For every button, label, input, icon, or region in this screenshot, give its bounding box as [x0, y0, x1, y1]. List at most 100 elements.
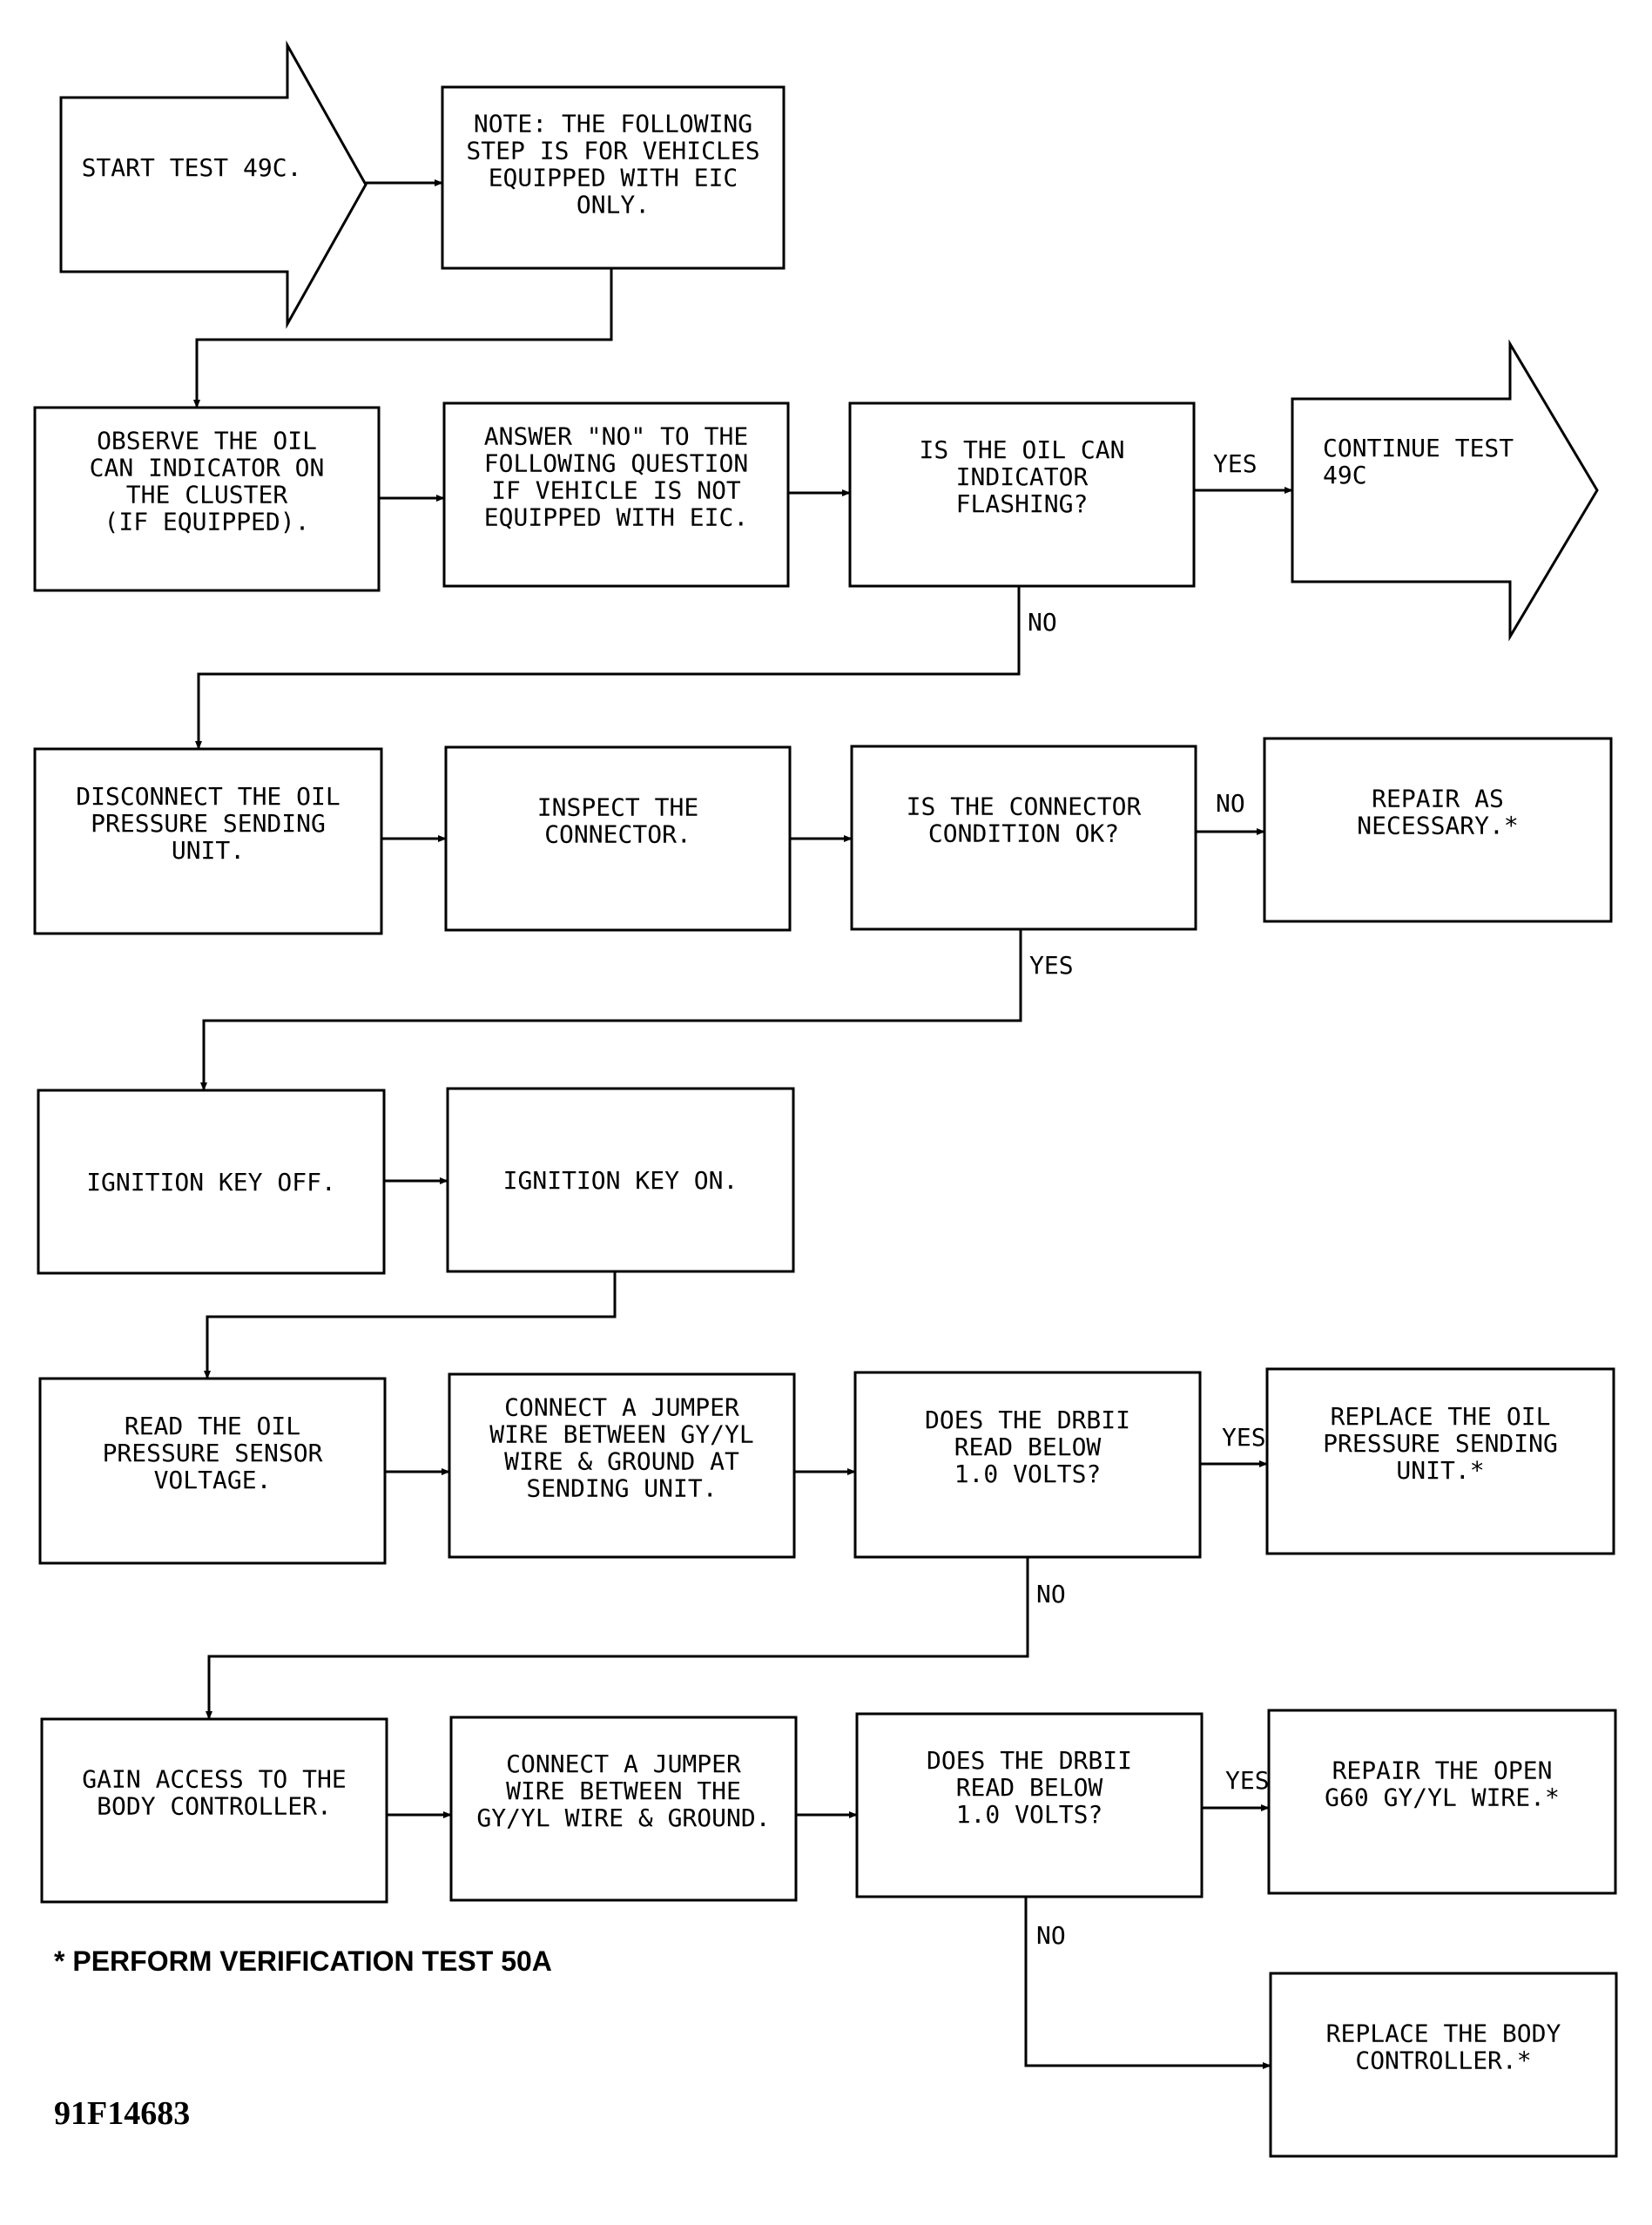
node-line: DISCONNECT THE OIL — [76, 782, 340, 811]
node-line: 1.0 VOLTS? — [954, 1460, 1102, 1488]
box-key-off — [37, 1089, 386, 1275]
arrow-node-continue — [1291, 339, 1599, 642]
node-line: 49C — [1323, 461, 1367, 489]
box-jumper-ground — [449, 1716, 798, 1902]
node-line: FOLLOWING QUESTION — [484, 449, 748, 478]
box-disconnect — [33, 747, 383, 935]
node-line: REPLACE THE BODY — [1326, 2019, 1561, 2048]
node-line: PRESSURE SENSOR — [103, 1439, 323, 1467]
node-line: PRESSURE SENDING — [91, 809, 326, 838]
node-text-key-on: IGNITION KEY ON. — [503, 1166, 738, 1195]
box-note — [441, 85, 786, 270]
node-line: GAIN ACCESS TO THE — [82, 1765, 346, 1794]
node-text-start: START TEST 49C. — [82, 153, 302, 182]
node-line: CONTINUE TEST — [1323, 434, 1514, 462]
branch-label-yes: YES — [1222, 1423, 1266, 1452]
node-line: INSPECT THE — [537, 793, 698, 822]
node-line: FLASHING? — [956, 489, 1089, 518]
box-inspect — [444, 745, 792, 932]
node-line: ONLY. — [577, 191, 650, 219]
node-line: EQUIPPED WITH EIC. — [484, 503, 748, 532]
box-read-voltage — [38, 1377, 387, 1565]
node-line: IF VEHICLE IS NOT — [491, 476, 741, 505]
branch-label-no: NO — [1028, 608, 1057, 637]
node-line: WIRE & GROUND AT — [504, 1447, 739, 1476]
verification-footnote: * PERFORM VERIFICATION TEST 50A — [54, 1945, 552, 1977]
node-line: READ THE OIL — [125, 1412, 300, 1440]
box-q-connector — [850, 745, 1197, 931]
node-line: GY/YL WIRE & GROUND. — [476, 1804, 770, 1832]
box-q-drbii-2 — [855, 1712, 1204, 1898]
node-line: CONTROLLER.* — [1355, 2046, 1531, 2075]
node-line: WIRE BETWEEN GY/YL — [489, 1420, 753, 1449]
node-line: UNIT. — [172, 836, 245, 865]
node-line: IS THE CONNECTOR — [907, 792, 1142, 821]
branch-label-no: NO — [1036, 1921, 1066, 1950]
box-q-drbii-1 — [853, 1371, 1202, 1559]
node-line: STEP IS FOR VEHICLES — [466, 137, 759, 165]
node-line: IGNITION KEY ON. — [503, 1166, 738, 1195]
node-line: NECESSARY.* — [1357, 812, 1518, 840]
branch-label-yes: YES — [1225, 1766, 1270, 1795]
node-line: IS THE OIL CAN — [919, 435, 1124, 464]
node-line: CONNECT A JUMPER — [504, 1393, 739, 1422]
box-repair — [1263, 737, 1613, 923]
node-line: READ BELOW — [954, 1433, 1102, 1461]
node-line: BODY CONTROLLER. — [97, 1792, 332, 1821]
box-key-on — [446, 1087, 795, 1273]
node-text-key-off: IGNITION KEY OFF. — [86, 1168, 336, 1197]
figure-id: 91F14683 — [54, 2095, 191, 2132]
node-line: REPLACE THE OIL — [1331, 1402, 1551, 1431]
connector-key-on-to-read-voltage — [204, 1271, 617, 1379]
box-jumper-sending — [448, 1372, 796, 1559]
node-line: PRESSURE SENDING — [1323, 1429, 1558, 1458]
branch-label-no: NO — [1036, 1580, 1066, 1608]
box-replace-body — [1269, 1972, 1618, 2158]
node-line: OBSERVE THE OIL — [97, 427, 317, 455]
node-line: READ BELOW — [956, 1773, 1103, 1802]
box-q-flash — [848, 401, 1196, 588]
node-line: G60 GY/YL WIRE.* — [1325, 1783, 1560, 1812]
node-line: DOES THE DRBII — [925, 1406, 1130, 1434]
connector-q-flash-to-disconnect — [195, 586, 1021, 750]
node-line: IGNITION KEY OFF. — [86, 1168, 336, 1197]
node-line: SENDING UNIT. — [526, 1474, 717, 1503]
branch-label-yes: YES — [1213, 449, 1258, 478]
branch-label-yes: YES — [1029, 951, 1074, 980]
node-line: INDICATOR — [956, 462, 1089, 491]
node-line: CONNECTOR. — [544, 820, 691, 849]
box-observe — [33, 406, 381, 592]
node-line: (IF EQUIPPED). — [104, 508, 309, 536]
node-line: THE CLUSTER — [126, 481, 288, 509]
node-line: VOLTAGE. — [154, 1466, 272, 1494]
connector-q-drbii-2-to-replace-body — [1024, 1897, 1271, 2069]
node-line: UNIT.* — [1396, 1456, 1484, 1485]
node-line: NOTE: THE FOLLOWING — [474, 110, 752, 138]
arrow-node-start — [59, 40, 367, 329]
node-line: DOES THE DRBII — [927, 1746, 1132, 1775]
box-gain-access — [40, 1717, 388, 1904]
box-answer — [442, 401, 790, 588]
node-line: WIRE BETWEEN THE — [506, 1777, 741, 1805]
node-line: CAN INDICATOR ON — [90, 454, 325, 482]
node-line: START TEST 49C. — [82, 153, 302, 182]
connector-q-drbii-1-to-gain-access — [206, 1557, 1029, 1720]
node-line: REPAIR THE OPEN — [1332, 1756, 1553, 1785]
box-repair-open — [1267, 1709, 1617, 1895]
node-line: EQUIPPED WITH EIC — [489, 164, 738, 192]
